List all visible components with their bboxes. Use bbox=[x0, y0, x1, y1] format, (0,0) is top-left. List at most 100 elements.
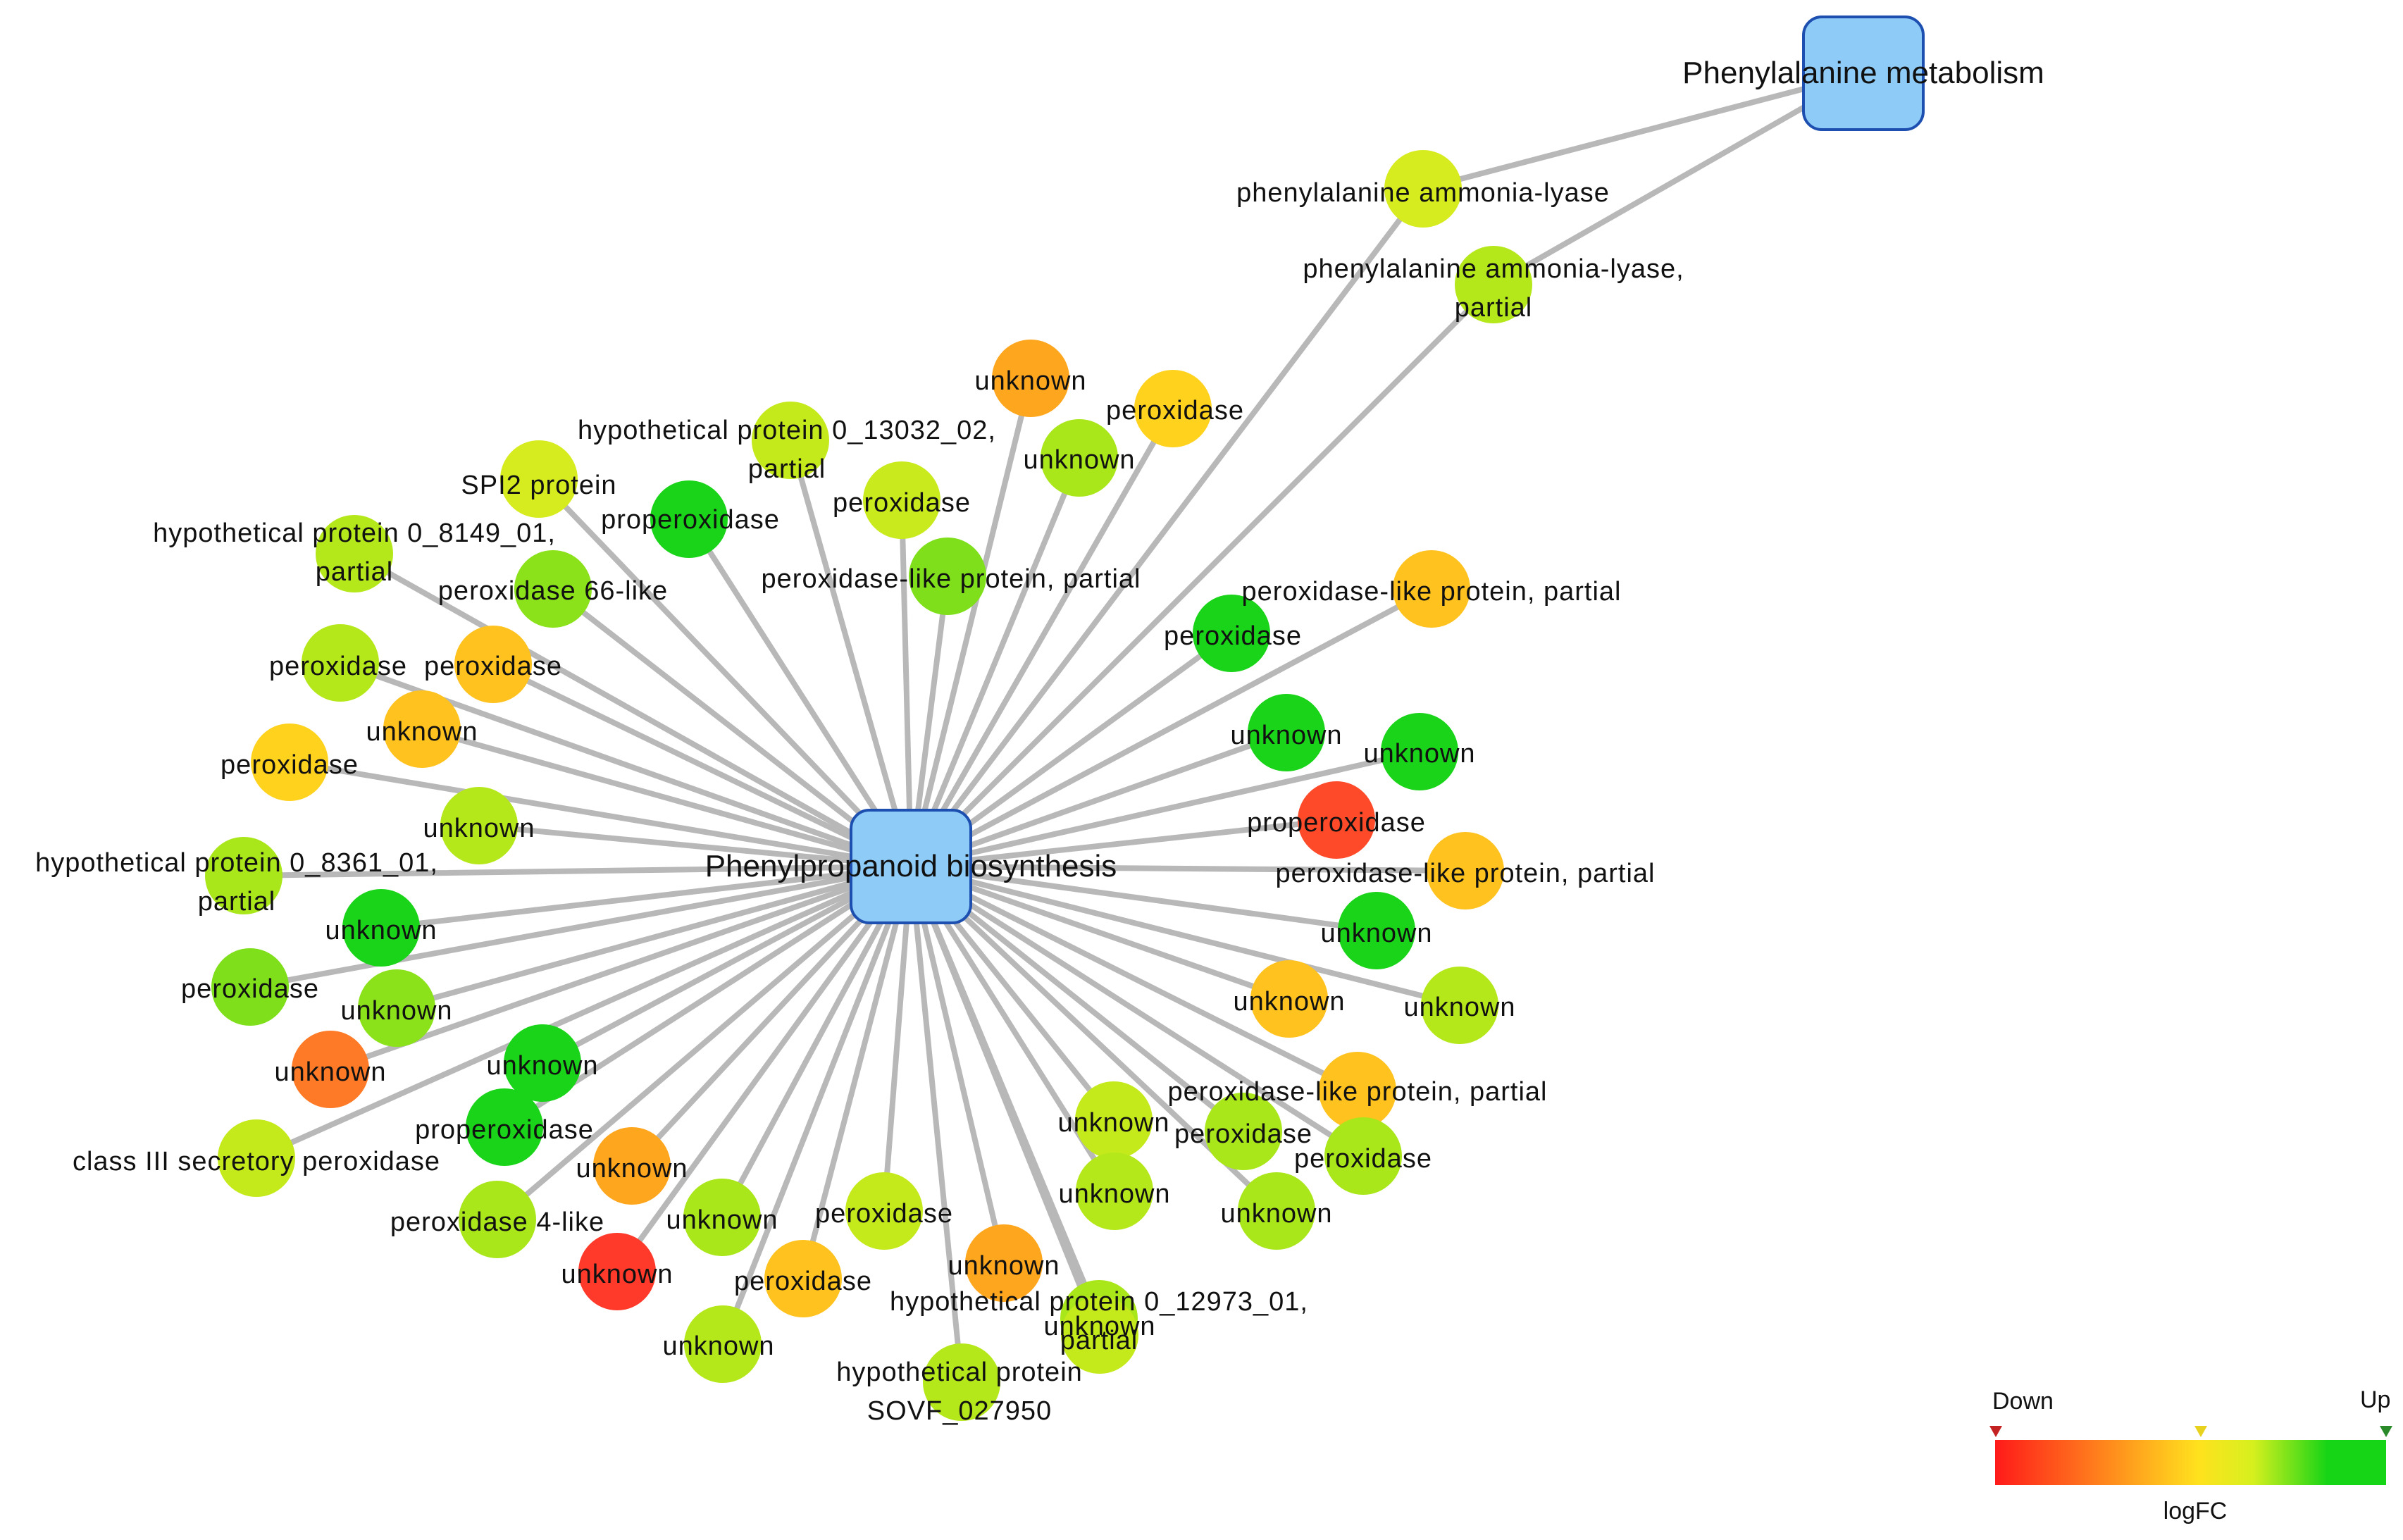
gene-node-n24[interactable] bbox=[1427, 832, 1504, 909]
gene-node-n6[interactable] bbox=[1041, 419, 1118, 497]
gene-node-n5[interactable] bbox=[752, 402, 829, 479]
gene-node-n11[interactable] bbox=[514, 550, 592, 628]
gene-label-line: hypothetical protein 0_13032_02, bbox=[578, 416, 996, 445]
edge-ppb-n42 bbox=[495, 864, 914, 1222]
legend-title: logFC bbox=[2163, 1498, 2228, 1525]
gene-label-n17: unknown bbox=[366, 717, 478, 747]
gene-node-n19[interactable] bbox=[1248, 694, 1325, 771]
gene-node-n15[interactable] bbox=[302, 624, 379, 702]
gene-label-n8: properoxidase bbox=[601, 505, 780, 535]
gene-label-line: unknown bbox=[1023, 445, 1135, 475]
edge-ppb-n32 bbox=[540, 864, 914, 1066]
gene-node-n45[interactable] bbox=[684, 1305, 762, 1383]
gene-label-line: SOVF_027950 bbox=[867, 1396, 1052, 1426]
gene-node-n39[interactable] bbox=[593, 1127, 671, 1205]
gene-label-n22: properoxidase bbox=[1247, 808, 1426, 838]
gene-node-n50[interactable] bbox=[1061, 1296, 1138, 1374]
gene-label-n1: phenylalanine ammonia-lyase bbox=[1236, 178, 1610, 208]
edge-ppb-n22 bbox=[908, 817, 1339, 869]
gene-label-line: phenylalanine ammonia-lyase bbox=[1236, 178, 1610, 208]
gene-label-line: peroxidase bbox=[181, 974, 319, 1004]
edge-ppb-n50 bbox=[908, 864, 1103, 1338]
gene-node-n42[interactable] bbox=[459, 1181, 536, 1258]
gene-node-n46[interactable] bbox=[965, 1224, 1043, 1302]
pathway-hub-phe[interactable] bbox=[1802, 15, 1925, 131]
gene-node-n1[interactable] bbox=[1384, 150, 1462, 228]
gene-label-n50: unknown bbox=[1043, 1312, 1155, 1341]
edge-phe-n2 bbox=[1491, 70, 1866, 287]
gene-node-n7[interactable] bbox=[500, 440, 578, 518]
gene-node-n36[interactable] bbox=[1205, 1093, 1282, 1170]
gene-label-n28: unknown bbox=[340, 996, 452, 1026]
gene-label-n25: unknown bbox=[325, 916, 437, 945]
edge-phe-n1 bbox=[1420, 70, 1866, 192]
gene-label-n32: unknown bbox=[486, 1051, 598, 1081]
gene-label-line: class III secretory peroxidase bbox=[73, 1147, 440, 1176]
gene-node-n27[interactable] bbox=[211, 948, 289, 1026]
gene-label-n49: hypothetical protein 0_12973_01,partial bbox=[890, 1287, 1308, 1355]
gene-node-n8[interactable] bbox=[650, 480, 728, 558]
gene-node-n44[interactable] bbox=[845, 1172, 923, 1250]
gene-label-n2: phenylalanine ammonia-lyase,partial bbox=[1303, 254, 1684, 323]
gene-label-n48: peroxidase bbox=[734, 1267, 872, 1296]
gene-label-line: unknown bbox=[1233, 987, 1345, 1017]
gene-node-n37[interactable] bbox=[1324, 1117, 1402, 1195]
gene-node-n35[interactable] bbox=[1075, 1081, 1153, 1159]
edge-ppb-n10 bbox=[352, 551, 914, 869]
gene-node-n28[interactable] bbox=[358, 969, 435, 1047]
gene-node-n3[interactable] bbox=[992, 340, 1069, 417]
gene-label-n37: peroxidase bbox=[1294, 1144, 1432, 1174]
gene-node-n10[interactable] bbox=[316, 515, 393, 592]
gene-node-n34[interactable] bbox=[466, 1088, 543, 1166]
gene-node-n40[interactable] bbox=[1076, 1153, 1153, 1230]
gene-label-line: partial bbox=[1060, 1326, 1138, 1355]
gene-label-line: unknown bbox=[666, 1205, 778, 1235]
edge-ppb-n13 bbox=[908, 586, 1434, 869]
gene-node-n30[interactable] bbox=[1421, 967, 1498, 1044]
gene-node-n17[interactable] bbox=[383, 690, 461, 768]
gene-label-n11: peroxidase 66-like bbox=[438, 576, 668, 606]
gene-node-n51[interactable] bbox=[923, 1343, 1000, 1421]
gene-node-n33[interactable] bbox=[1319, 1052, 1396, 1129]
gene-label-n44: peroxidase bbox=[815, 1199, 953, 1229]
edge-ppb-n8 bbox=[686, 516, 914, 869]
gene-label-line: peroxidase bbox=[1294, 1144, 1432, 1174]
gene-node-n48[interactable] bbox=[764, 1240, 842, 1317]
gene-node-n47[interactable] bbox=[578, 1233, 656, 1310]
gene-node-n31[interactable] bbox=[292, 1031, 369, 1108]
pathway-hub-ppb[interactable] bbox=[850, 809, 972, 924]
gene-label-line: properoxidase bbox=[415, 1115, 594, 1145]
edge-ppb-n5 bbox=[788, 437, 914, 869]
gene-node-n32[interactable] bbox=[504, 1024, 581, 1102]
gene-node-n12[interactable] bbox=[909, 538, 986, 615]
gene-node-n16[interactable] bbox=[454, 626, 532, 703]
edge-ppb-n19 bbox=[908, 730, 1289, 869]
gene-label-n23: hypothetical protein 0_8361_01,partial bbox=[35, 848, 438, 917]
pathway-hub-label-ppb: Phenylpropanoid biosynthesis bbox=[705, 849, 1117, 883]
gene-node-n43[interactable] bbox=[683, 1179, 761, 1256]
gene-node-n9[interactable] bbox=[863, 461, 940, 539]
gene-node-n13[interactable] bbox=[1393, 550, 1470, 628]
gene-label-n29: unknown bbox=[1233, 987, 1345, 1017]
gene-label-line: unknown bbox=[423, 814, 535, 843]
edge-ppb-n7 bbox=[536, 476, 914, 869]
edge-ppb-n17 bbox=[419, 726, 914, 869]
gene-node-n23[interactable] bbox=[205, 837, 282, 914]
gene-label-n39: unknown bbox=[576, 1154, 688, 1184]
gene-node-n38[interactable] bbox=[218, 1119, 295, 1197]
gene-node-n26[interactable] bbox=[1338, 892, 1415, 969]
gene-node-n20[interactable] bbox=[1381, 713, 1458, 790]
gene-node-n14[interactable] bbox=[1193, 595, 1270, 672]
gene-node-n21[interactable] bbox=[440, 787, 518, 864]
gene-label-line: partial bbox=[1455, 293, 1533, 323]
gene-node-n22[interactable] bbox=[1298, 781, 1375, 859]
gene-node-n2[interactable] bbox=[1455, 246, 1532, 323]
gene-label-line: unknown bbox=[486, 1051, 598, 1081]
gene-node-n25[interactable] bbox=[342, 889, 420, 967]
gene-node-n18[interactable] bbox=[251, 724, 328, 801]
gene-node-n41[interactable] bbox=[1238, 1172, 1315, 1250]
gene-label-line: unknown bbox=[1403, 993, 1515, 1022]
gene-node-n29[interactable] bbox=[1250, 960, 1328, 1038]
gene-node-n4[interactable] bbox=[1134, 370, 1212, 447]
